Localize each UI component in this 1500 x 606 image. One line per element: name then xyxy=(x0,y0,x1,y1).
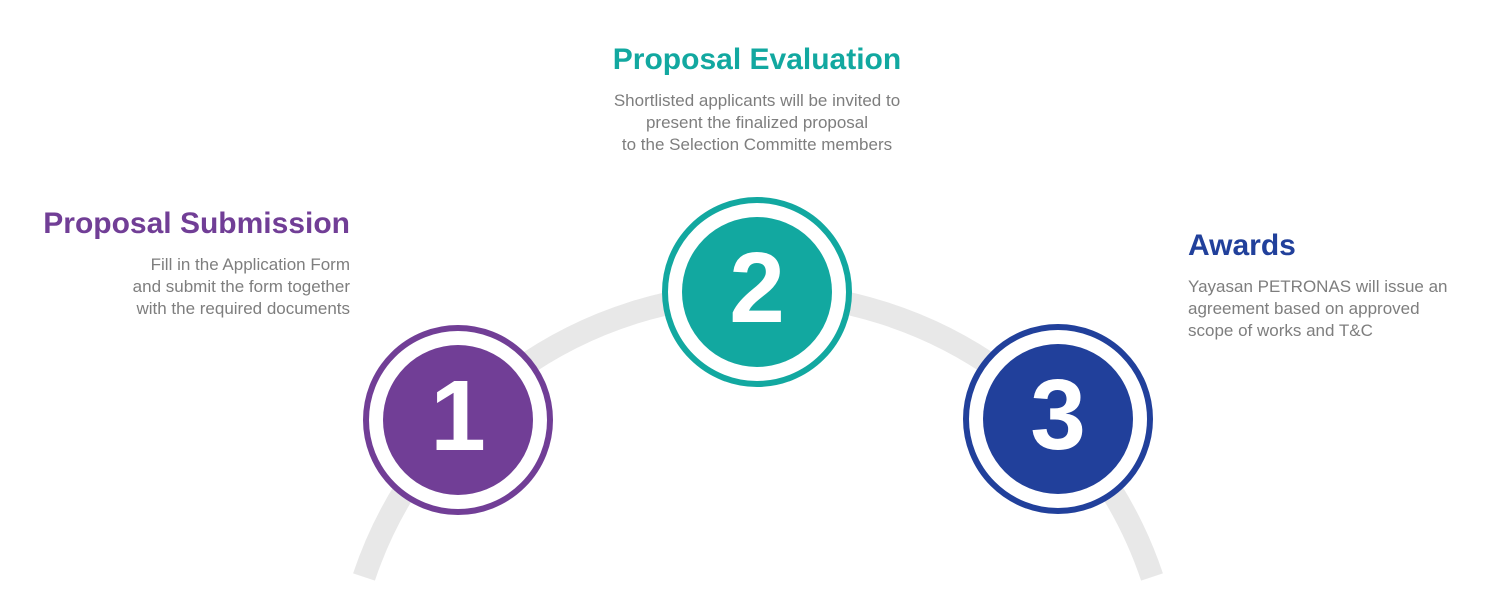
step-1-desc-line: and submit the form together xyxy=(132,277,350,296)
step-1-number: 1 xyxy=(430,360,486,472)
step-2-description: Shortlisted applicants will be invited t… xyxy=(507,90,1007,156)
step-3-number: 3 xyxy=(1030,359,1086,471)
step-1-badge: 1 xyxy=(363,325,553,515)
step-1-description: Fill in the Application Form and submit … xyxy=(0,254,350,320)
step-3-text-block: Awards Yayasan PETRONAS will issue an ag… xyxy=(1188,228,1488,342)
step-1-desc-line: with the required documents xyxy=(136,299,350,318)
step-2-badge: 2 xyxy=(662,197,852,387)
step-3-desc-line: scope of works and T&C xyxy=(1188,321,1373,340)
step-2-desc-line: Shortlisted applicants will be invited t… xyxy=(613,91,901,110)
step-1-desc-line: Fill in the Application Form xyxy=(150,255,350,274)
step-2-badge-fill: 2 xyxy=(682,217,832,367)
step-3-desc-line: agreement based on approved xyxy=(1188,299,1420,318)
step-1-text-block: Proposal Submission Fill in the Applicat… xyxy=(0,206,350,320)
step-3-description: Yayasan PETRONAS will issue an agreement… xyxy=(1188,276,1488,342)
step-3-badge-fill: 3 xyxy=(983,344,1133,494)
step-2-desc-line: present the finalized proposal xyxy=(645,113,869,132)
step-2-number: 2 xyxy=(729,232,785,344)
step-2-desc-line: to the Selection Committe members xyxy=(621,135,893,154)
step-2-title: Proposal Evaluation xyxy=(612,43,902,76)
step-2-text-block: Proposal Evaluation Shortlisted applican… xyxy=(507,42,1007,156)
step-1-badge-fill: 1 xyxy=(383,345,533,495)
step-1-title: Proposal Submission xyxy=(43,207,350,240)
step-3-desc-line: Yayasan PETRONAS will issue an xyxy=(1188,277,1448,296)
step-3-badge: 3 xyxy=(963,324,1153,514)
step-3-title: Awards xyxy=(1188,229,1296,262)
